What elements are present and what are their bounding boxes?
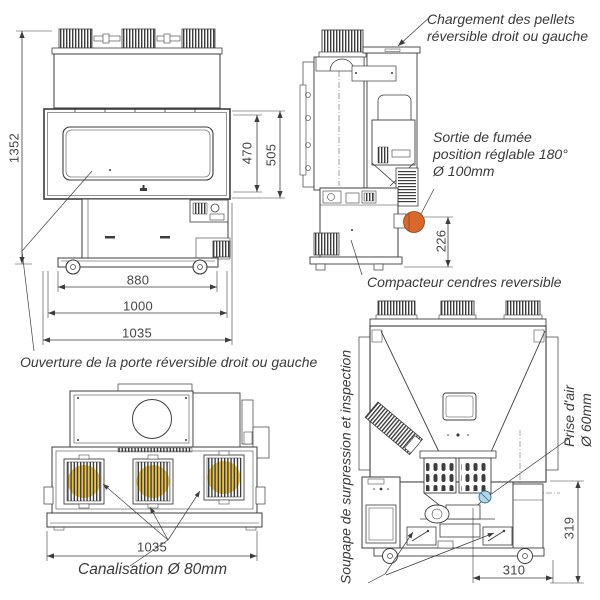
duct-fan-grille bbox=[132, 454, 174, 509]
ash-compactor-label: Compacteur cendres reversible bbox=[367, 274, 562, 290]
smoke-label-leader bbox=[420, 188, 435, 215]
smoke-outlet-label-line1: Sortie de fumée bbox=[433, 129, 532, 145]
top-dimension-lines bbox=[46, 531, 258, 561]
side-view-drawing bbox=[299, 15, 453, 276]
smoke-outlet-label-line2: position réglable 180° bbox=[433, 146, 568, 162]
dim-air-intake-height: 319 bbox=[561, 516, 577, 540]
door-label-leader bbox=[21, 170, 93, 352]
air-intake-label-line2: Ø 60mm bbox=[578, 393, 594, 447]
rear-fan-blocks bbox=[375, 300, 543, 320]
smoke-outlet-icon bbox=[403, 211, 425, 233]
pellet-label-leader bbox=[397, 15, 432, 47]
pellet-loading-label: Chargement des pellets réversible droit … bbox=[427, 11, 588, 45]
duct-label-leader bbox=[102, 483, 201, 567]
flue-opening-circle bbox=[132, 399, 172, 439]
door-glass bbox=[62, 126, 214, 181]
air-intake-label-line1: Prise d'air bbox=[561, 385, 577, 447]
pellet-chute bbox=[364, 401, 423, 456]
dim-door-height: 505 bbox=[263, 143, 279, 167]
wheel bbox=[517, 548, 533, 564]
wheel bbox=[382, 548, 398, 564]
pellet-loading-label-line2: réversible droit ou gauche bbox=[427, 28, 589, 44]
dim-total-width-front: 1035 bbox=[121, 325, 153, 341]
dim-total-width-top: 1035 bbox=[136, 539, 168, 555]
inspection-panel bbox=[406, 526, 437, 546]
duct-fan-grille bbox=[203, 450, 245, 505]
wheel bbox=[192, 259, 208, 275]
side-dimension-lines bbox=[404, 216, 453, 268]
rear-view-drawing bbox=[358, 300, 584, 584]
duct-fan-grille bbox=[63, 454, 105, 509]
wheel bbox=[65, 259, 81, 275]
front-dimension-lines bbox=[15, 30, 285, 345]
compactor-label-leader bbox=[350, 239, 363, 276]
rear-dimension-lines bbox=[472, 480, 584, 584]
dim-air-intake-offset: 310 bbox=[502, 562, 526, 578]
valve-label-leader bbox=[367, 531, 495, 584]
dim-base-width: 880 bbox=[126, 272, 150, 288]
smoke-outlet-label-line3: Ø 100mm bbox=[433, 163, 495, 179]
smoke-outlet-label: Sortie de fumée position réglable 180° Ø… bbox=[433, 129, 568, 180]
door-reversible-label: Ouverture de la porte réversible droit o… bbox=[20, 354, 318, 370]
pressure-valve-label: Soupape de surpression et inspection bbox=[337, 349, 354, 585]
dim-smoke-outlet-height: 226 bbox=[433, 229, 449, 253]
air-label-leader bbox=[489, 436, 572, 496]
front-view-drawing bbox=[15, 28, 285, 352]
top-view-drawing bbox=[43, 383, 270, 567]
dim-body-width: 1000 bbox=[122, 298, 154, 314]
front-fan-blocks bbox=[58, 28, 216, 49]
air-intake-label: Prise d'air Ø 60mm bbox=[561, 385, 595, 447]
duct-label: Canalisation Ø 80mm bbox=[78, 561, 228, 578]
inspection-panel bbox=[482, 526, 513, 546]
dim-total-height: 1352 bbox=[6, 132, 22, 164]
dim-glass-height: 470 bbox=[239, 141, 255, 165]
pellet-loading-label-line1: Chargement des pellets bbox=[427, 11, 575, 27]
